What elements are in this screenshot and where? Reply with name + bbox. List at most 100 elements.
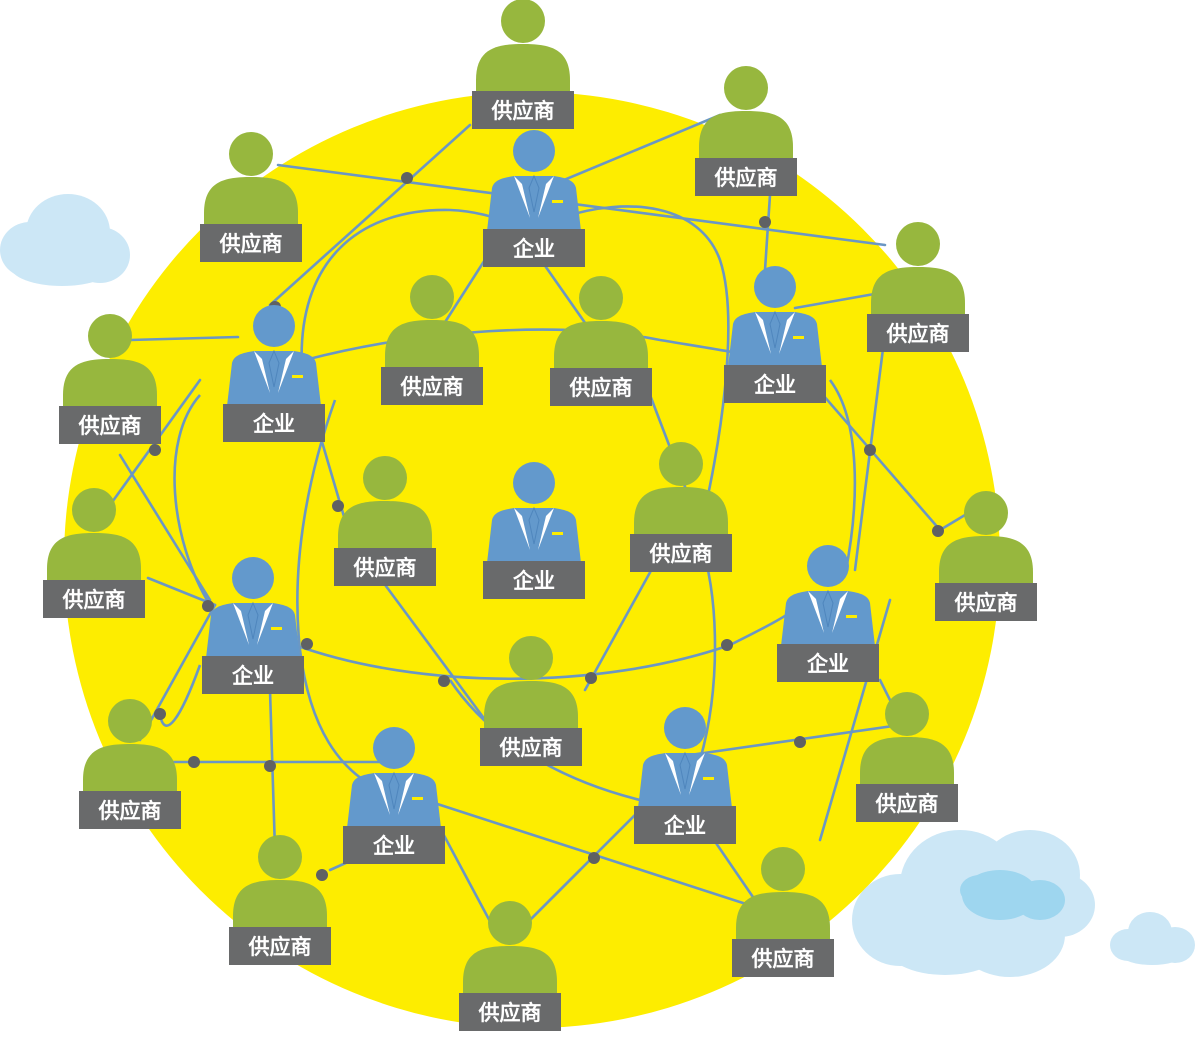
- connection-line: [268, 123, 472, 307]
- supplier-node: 供应商: [381, 275, 483, 405]
- person-icon: [509, 636, 553, 680]
- collar-icon: [755, 312, 795, 354]
- enterprise-node: 企业: [223, 305, 325, 442]
- supplier-label: 供应商: [886, 322, 950, 346]
- person-icon: [363, 456, 407, 500]
- junction-dot: [301, 638, 313, 650]
- connection-line: [146, 576, 217, 607]
- connection-line: [138, 603, 217, 742]
- person-icon: [761, 847, 805, 891]
- supplier-label-box: [856, 784, 958, 822]
- connection-curve: [559, 205, 730, 531]
- person-body-icon: [860, 737, 954, 786]
- person-body-icon: [463, 946, 557, 995]
- person-body-icon: [484, 681, 578, 730]
- collar-icon: [514, 508, 554, 550]
- supplier-node: 供应商: [550, 276, 652, 406]
- tie-icon: [679, 751, 691, 790]
- supplier-label-box: [459, 993, 561, 1031]
- junction-dot: [794, 736, 806, 748]
- enterprise-label: 企业: [372, 834, 415, 858]
- pocket-square-icon: [793, 336, 804, 339]
- supplier-label: 供应商: [714, 166, 778, 190]
- connection-line: [808, 378, 942, 532]
- cloud-icon: [960, 870, 1065, 920]
- connection-line: [793, 291, 882, 310]
- person-body-icon: [871, 267, 965, 316]
- supplier-label-box: [334, 548, 436, 586]
- tie-icon: [247, 601, 259, 640]
- supplier-node: 供应商: [732, 847, 834, 977]
- supplier-label-box: [381, 367, 483, 405]
- pocket-square-icon: [552, 532, 563, 535]
- businessman-icon: [664, 707, 706, 749]
- supplier-label-box: [229, 927, 331, 965]
- collar-icon: [254, 351, 294, 393]
- supplier-label-box: [630, 534, 732, 572]
- tie-icon: [528, 174, 540, 213]
- connection-curve: [158, 664, 202, 727]
- person-body-icon: [385, 320, 479, 369]
- collar-icon: [808, 591, 848, 633]
- supplier-label-box: [867, 314, 969, 352]
- person-icon: [488, 901, 532, 945]
- supplier-node: 供应商: [630, 442, 732, 572]
- cloud-icon: [0, 194, 130, 286]
- enterprise-node: 企业: [483, 130, 585, 267]
- supplier-label: 供应商: [875, 792, 939, 816]
- supplier-label-box: [695, 158, 797, 196]
- connection-line: [276, 163, 887, 247]
- junction-dot: [188, 756, 200, 768]
- supplier-node: 供应商: [472, 0, 574, 129]
- collar-icon: [233, 603, 273, 645]
- junction-dot: [588, 852, 600, 864]
- tie-icon: [268, 349, 280, 388]
- supplier-label: 供应商: [499, 736, 563, 760]
- collar-icon: [374, 773, 414, 815]
- pocket-square-icon: [846, 615, 857, 618]
- businessman-icon: [253, 305, 295, 347]
- junction-dot: [585, 672, 597, 684]
- enterprise-label-box: [223, 404, 325, 442]
- person-body-icon: [736, 892, 830, 941]
- tie-icon: [528, 506, 540, 545]
- person-icon: [88, 314, 132, 358]
- junction-dot: [332, 500, 344, 512]
- enterprise-node: 企业: [343, 727, 445, 864]
- supplier-node: 供应商: [43, 488, 145, 618]
- supplier-label: 供应商: [751, 947, 815, 971]
- person-body-icon: [204, 177, 298, 226]
- supplier-label: 供应商: [248, 935, 312, 959]
- enterprise-node: 企业: [202, 557, 304, 694]
- supplier-label-box: [59, 406, 161, 444]
- supplier-label-box: [480, 728, 582, 766]
- person-body-icon: [699, 111, 793, 160]
- enterprise-label-box: [483, 561, 585, 599]
- person-icon: [229, 132, 273, 176]
- enterprise-label: 企业: [753, 373, 796, 397]
- junction-dot: [202, 600, 214, 612]
- connection-line: [878, 678, 892, 702]
- junction-dot: [759, 216, 771, 228]
- person-icon: [72, 488, 116, 532]
- junction-dot: [721, 639, 733, 651]
- junction-dot: [149, 444, 161, 456]
- connection-line: [128, 335, 240, 342]
- supplier-node: 供应商: [459, 901, 561, 1031]
- collar-icon: [665, 753, 705, 795]
- junction-dot: [154, 708, 166, 720]
- person-icon: [579, 276, 623, 320]
- enterprise-label-box: [777, 644, 879, 682]
- connection-line: [763, 193, 772, 272]
- supplier-label-box: [43, 580, 145, 618]
- tie-icon: [822, 589, 834, 628]
- person-body-icon: [47, 533, 141, 582]
- tie-icon: [388, 771, 400, 810]
- supplier-node: 供应商: [334, 456, 436, 586]
- connection-line: [818, 598, 892, 842]
- connection-line: [378, 576, 502, 742]
- junction-dot: [864, 444, 876, 456]
- junction-dot: [264, 760, 276, 772]
- person-body-icon: [939, 536, 1033, 585]
- enterprise-label-box: [202, 656, 304, 694]
